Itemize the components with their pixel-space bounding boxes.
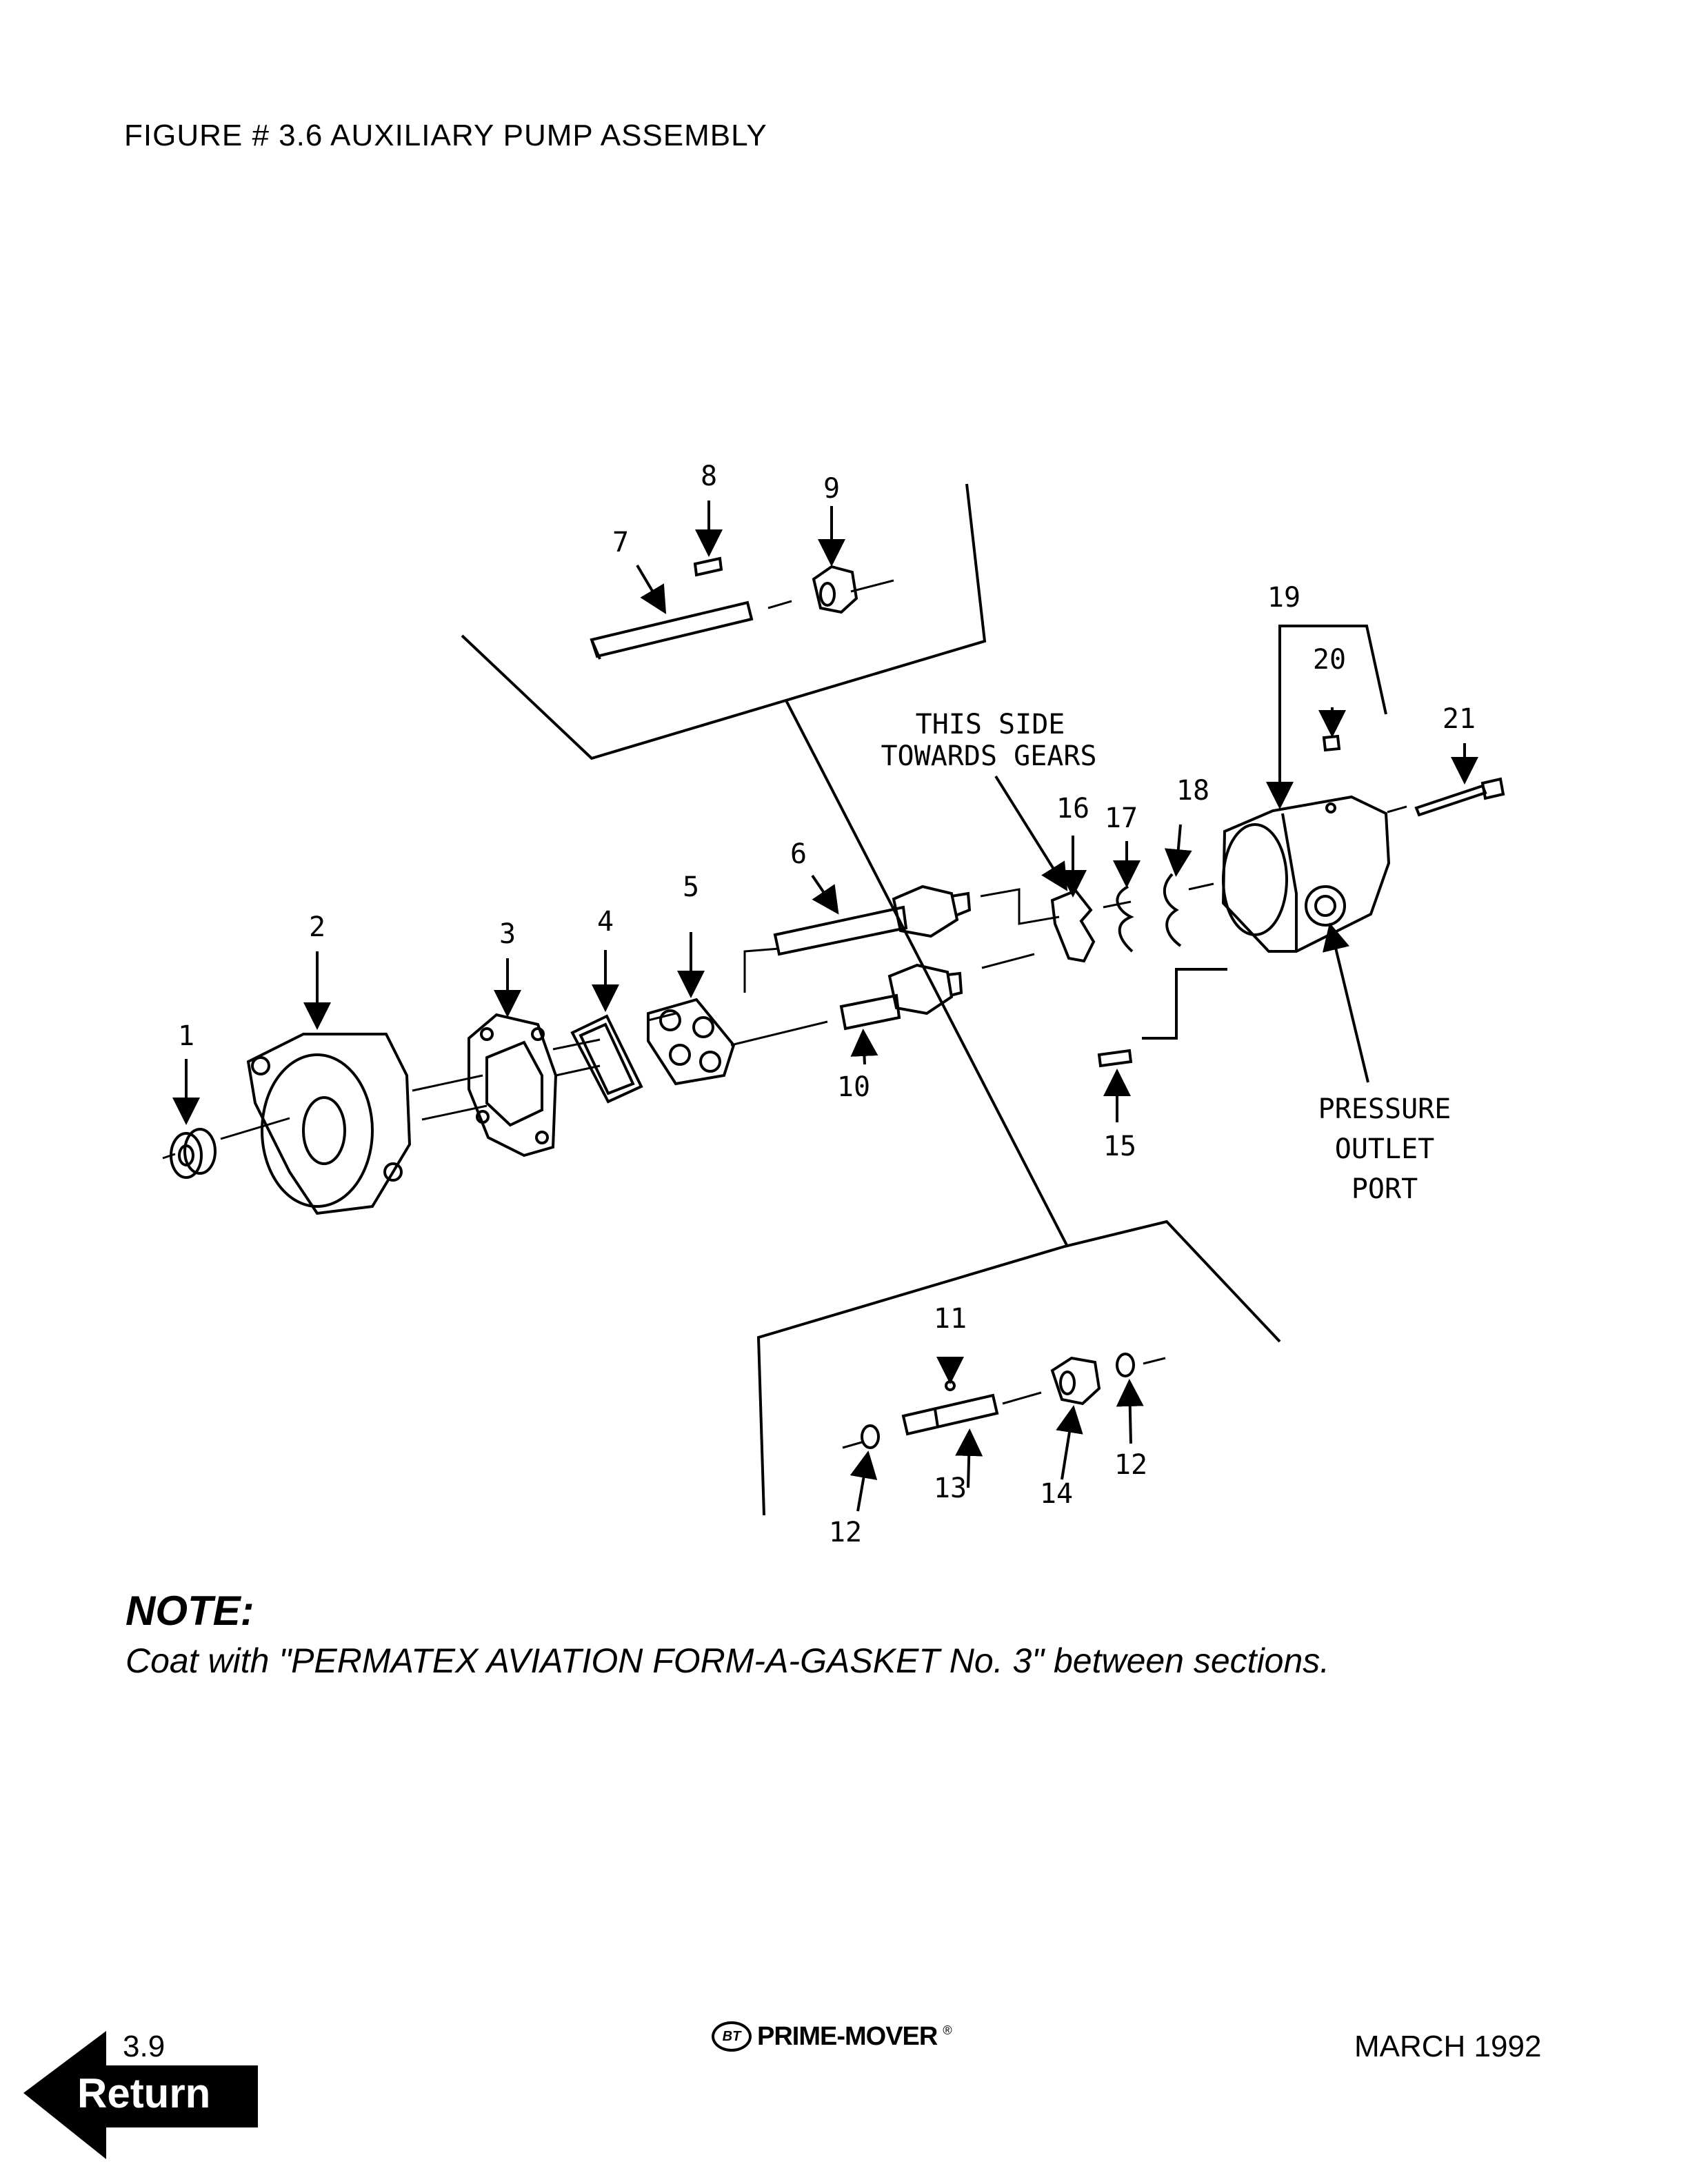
part-16-plate bbox=[1050, 889, 1096, 963]
brand-badge: BT bbox=[712, 2021, 752, 2052]
callout-17: 17 bbox=[1105, 802, 1138, 834]
callout-14: 14 bbox=[1040, 1478, 1073, 1510]
part-15-pin bbox=[1097, 1049, 1133, 1068]
note-heading: NOTE: bbox=[125, 1588, 254, 1634]
figure-title: FIGURE # 3.6 AUXILIARY PUMP ASSEMBLY bbox=[124, 119, 767, 152]
callout-5: 5 bbox=[683, 871, 699, 903]
part-18-retaining-ring bbox=[1163, 873, 1182, 947]
callout-4: 4 bbox=[597, 906, 614, 938]
callout-7: 7 bbox=[612, 527, 629, 558]
part-8-key bbox=[693, 556, 723, 577]
part-7-shaft bbox=[590, 600, 754, 660]
annotation-outlet: OUTLET bbox=[1335, 1133, 1435, 1165]
return-arrow-icon bbox=[23, 2031, 258, 2159]
part-6-drive-shaft bbox=[773, 884, 972, 956]
part-1-bearing bbox=[170, 1128, 217, 1179]
part-5-wear-plate bbox=[647, 998, 736, 1086]
lower-inset-bracket bbox=[756, 1220, 1281, 1516]
revision-date: MARCH 1992 bbox=[1354, 2030, 1542, 2063]
callout-11: 11 bbox=[934, 1303, 967, 1335]
part-3-gasket bbox=[468, 1013, 558, 1157]
return-button[interactable]: Return bbox=[23, 2031, 262, 2159]
part-9-gear bbox=[812, 565, 858, 614]
brand-name: PRIME-MOVER bbox=[757, 2021, 938, 2051]
part-10-driven-gear bbox=[839, 963, 963, 1031]
note-text: Coat with "PERMATEX AVIATION FORM-A-GASK… bbox=[125, 1641, 1330, 1680]
callout-6: 6 bbox=[790, 838, 807, 870]
callout-10: 10 bbox=[837, 1071, 870, 1103]
registered-mark: ® bbox=[943, 2023, 952, 2037]
callout-1: 1 bbox=[178, 1020, 194, 1052]
part-19-pump-housing bbox=[1221, 795, 1391, 953]
page-number: 3.9 bbox=[123, 2030, 165, 2063]
part-14-gear bbox=[1050, 1356, 1101, 1406]
callout-13: 13 bbox=[934, 1473, 967, 1504]
part-17-retaining-ring bbox=[1116, 885, 1134, 953]
callout-8: 8 bbox=[701, 461, 717, 492]
annotation-this-side: THIS SIDE bbox=[916, 709, 1065, 740]
callout-21: 21 bbox=[1443, 703, 1476, 735]
part-11-ball bbox=[945, 1380, 956, 1391]
annotation-port: PORT bbox=[1352, 1173, 1418, 1205]
part-13-shaft bbox=[901, 1393, 999, 1436]
callout-3: 3 bbox=[499, 918, 516, 950]
part-4-seal-ring bbox=[570, 1014, 643, 1104]
brand-logo: BT PRIME-MOVER ® bbox=[712, 2021, 952, 2052]
part-2-end-cover bbox=[246, 1033, 412, 1215]
callout-12-left: 12 bbox=[829, 1517, 862, 1548]
bracket-15 bbox=[1142, 968, 1227, 1040]
inset-connector-line bbox=[785, 700, 1069, 1247]
callout-15: 15 bbox=[1103, 1131, 1136, 1162]
callout-18: 18 bbox=[1176, 775, 1209, 807]
part-12-snap-ring-left bbox=[861, 1424, 880, 1449]
callout-2: 2 bbox=[309, 911, 325, 943]
callout-12-right: 12 bbox=[1114, 1449, 1147, 1481]
upper-inset-bracket bbox=[461, 483, 987, 760]
annotation-towards-gears: TOWARDS GEARS bbox=[881, 740, 1096, 772]
annotation-pressure: PRESSURE bbox=[1318, 1093, 1451, 1125]
callout-20: 20 bbox=[1313, 644, 1346, 676]
callout-19: 19 bbox=[1267, 582, 1300, 614]
part-20-plug bbox=[1322, 734, 1341, 752]
part-21-bolt bbox=[1414, 777, 1505, 817]
callout-9: 9 bbox=[823, 473, 840, 505]
return-label: Return bbox=[77, 2070, 211, 2116]
callout-16: 16 bbox=[1056, 793, 1089, 825]
part-12-snap-ring-right bbox=[1116, 1353, 1135, 1377]
